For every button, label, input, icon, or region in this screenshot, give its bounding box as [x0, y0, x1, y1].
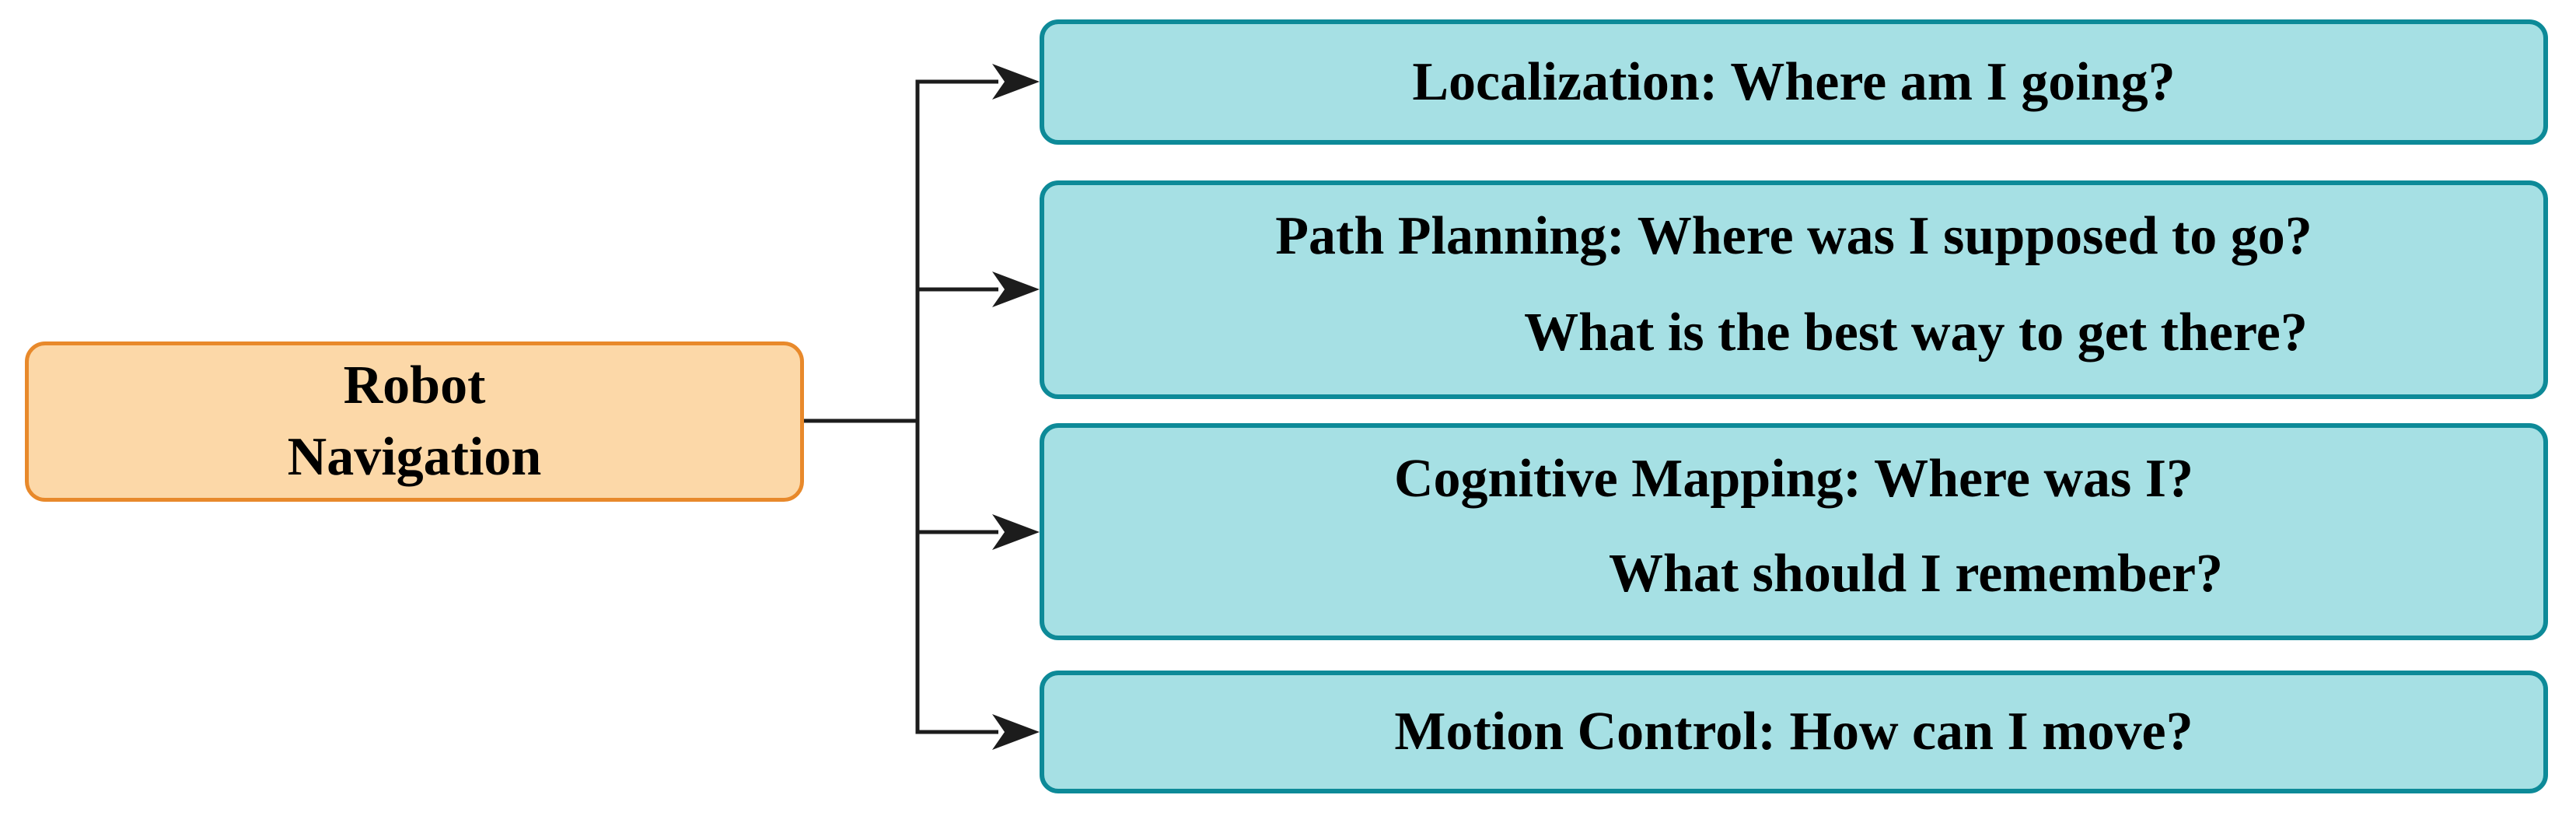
arrowhead-icon [992, 64, 1040, 100]
node-label-line: Robot [343, 355, 486, 415]
arrowhead-icon [992, 271, 1040, 307]
node-label-line: Navigation [287, 427, 542, 487]
node-label-line: Motion Control: How can I move? [1394, 702, 2193, 762]
node-label-line: Localization: Where am I going? [1412, 51, 2176, 112]
arrowhead-icon [992, 714, 1040, 750]
node-label-line: What is the best way to get there? [1524, 302, 2308, 362]
node-localization: Localization: Where am I going? [1040, 19, 2548, 145]
node-robot-navigation: Robot Navigation [25, 341, 804, 502]
node-label-line: Cognitive Mapping: Where was I? [1393, 449, 2194, 509]
node-label-line: Path Planning: Where was I supposed to g… [1275, 206, 2312, 266]
node-cognitive-mapping: Cognitive Mapping: Where was I? What sho… [1040, 423, 2548, 640]
arrowhead-icon [992, 514, 1040, 550]
node-label-line: What should I remember? [1608, 543, 2224, 604]
node-path-planning: Path Planning: Where was I supposed to g… [1040, 180, 2548, 399]
node-motion-control: Motion Control: How can I move? [1040, 671, 2548, 793]
